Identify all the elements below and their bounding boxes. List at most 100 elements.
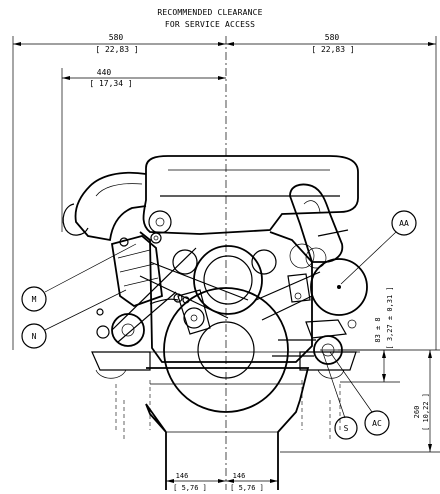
vertical-83-mm: 83 ± 8	[374, 317, 382, 342]
drive-belt	[272, 339, 316, 357]
left-pipe-flange	[62, 203, 89, 236]
aa-pulley	[310, 258, 368, 316]
arrowhead	[218, 42, 226, 46]
drive-belt	[255, 271, 321, 321]
arrowhead	[428, 444, 432, 452]
crankshaft-damper	[197, 321, 255, 379]
pivot-pulley	[148, 210, 172, 234]
adjuster-bolt	[96, 325, 110, 339]
callout-s-label: S	[344, 424, 349, 433]
callout-n-label: N	[32, 332, 37, 341]
right-lower-bracket	[305, 319, 347, 339]
bracket-rib	[117, 249, 159, 287]
bottom-146-dimensions: 146 [ 5,76 ] 146 [ 5,76 ]	[166, 472, 278, 492]
leader-line	[44, 289, 127, 331]
right-exhaust-flange	[317, 229, 349, 237]
idler-pulley	[305, 247, 327, 269]
hidden-lines	[115, 380, 341, 440]
idler-pulley	[251, 249, 277, 275]
left-foot-mount	[95, 369, 127, 379]
leader-line	[321, 349, 346, 419]
left-intake-pipe-inner	[95, 183, 143, 197]
arrowhead	[166, 479, 174, 483]
right-clearance-mm: 580	[325, 33, 340, 42]
leader-line	[340, 231, 397, 285]
engine-outline	[62, 155, 360, 490]
callout-ac: AC	[329, 351, 390, 436]
callout-m: M	[21, 243, 137, 312]
right-lower-bolt	[347, 319, 357, 329]
callout-s: S	[321, 349, 358, 440]
left-clearance-in: [ 22,83 ]	[95, 45, 138, 54]
arrowhead	[226, 42, 234, 46]
right-foot-mount	[317, 369, 345, 379]
tensioner-hub	[190, 314, 198, 322]
callout-bubble	[21, 286, 47, 312]
bracket-bolt	[119, 237, 129, 247]
drive-belt	[139, 261, 249, 319]
callout-n: N	[21, 289, 127, 349]
water-pump-hub	[203, 255, 253, 305]
callout-bubble	[334, 416, 358, 440]
bracket-bolt	[150, 232, 162, 244]
vertical-260-dimension: 260 [ 10,22 ]	[280, 349, 440, 453]
right-bracket	[287, 273, 311, 303]
drive-belt	[149, 298, 179, 305]
arrowhead	[428, 42, 436, 46]
bottom-right-146-mm: 146	[233, 472, 246, 480]
bottom-left-146-in: [ 5,76 ]	[173, 484, 207, 492]
vertical-83-dimension: 83 ± 8 [ 3,27 ± 0,31 ]	[338, 286, 400, 383]
bottom-right-146-in: [ 5,76 ]	[230, 484, 264, 492]
alternator-bracket	[110, 235, 163, 308]
arrowhead	[218, 479, 226, 483]
arrowhead	[62, 76, 70, 80]
leader-line	[44, 243, 137, 293]
arrowhead	[13, 42, 21, 46]
left-engine-foot	[91, 351, 151, 371]
water-pump-pulley	[193, 245, 263, 315]
callout-bubble	[391, 210, 417, 236]
crankshaft-pulley	[163, 287, 289, 413]
left-lower-pulley	[111, 313, 145, 347]
hidden-line	[149, 380, 303, 430]
idler-pulley	[289, 243, 315, 269]
title-block: RECOMMENDED CLEARANCE FOR SERVICE ACCESS	[157, 8, 262, 29]
arrowhead	[382, 350, 386, 358]
callout-ac-label: AC	[372, 419, 382, 428]
bracket-bolt	[153, 235, 159, 241]
vertical-83-in: [ 3,27 ± 0,31 ]	[386, 286, 394, 349]
belt-drive	[111, 243, 368, 413]
left-clearance-mm: 580	[109, 33, 124, 42]
callout-aa: AA	[340, 210, 417, 285]
right-clearance-in: [ 22,83 ]	[311, 45, 354, 54]
callout-bubble	[21, 323, 47, 349]
callout-aa-label: AA	[399, 219, 409, 228]
vertical-260-in: [ 10,22 ]	[422, 393, 430, 431]
title-line-2: FOR SERVICE ACCESS	[165, 20, 255, 29]
tensioner-arm	[177, 289, 211, 335]
top-clearance-dimension: 580 [ 22,83 ] 580 [ 22,83 ]	[12, 33, 437, 350]
width-440-in: [ 17,34 ]	[89, 79, 132, 88]
valve-cover	[142, 155, 359, 235]
callout-bubble	[364, 410, 390, 436]
left-intake-pipe	[74, 171, 147, 242]
engine-block	[139, 231, 313, 363]
vertical-260-mm: 260	[413, 406, 421, 419]
width-440-dimension: 440 [ 17,34 ]	[61, 68, 226, 232]
leader-line	[329, 351, 373, 413]
right-exhaust-inner	[303, 200, 321, 213]
callout-m-label: M	[32, 295, 37, 304]
adjuster-bolt	[96, 308, 104, 316]
left-lower-pulley-hub	[121, 323, 135, 337]
arrowhead	[382, 374, 386, 382]
right-bracket-bolt	[294, 292, 302, 300]
tensioner-pulley	[183, 307, 205, 329]
arrowhead	[428, 350, 432, 358]
idler-pulley	[172, 249, 198, 275]
pivot-pulley-hub	[155, 217, 165, 227]
aa-pulley-center	[337, 285, 341, 289]
hidden-line	[115, 384, 341, 430]
arrowhead	[218, 76, 226, 80]
oil-pan	[145, 367, 310, 490]
